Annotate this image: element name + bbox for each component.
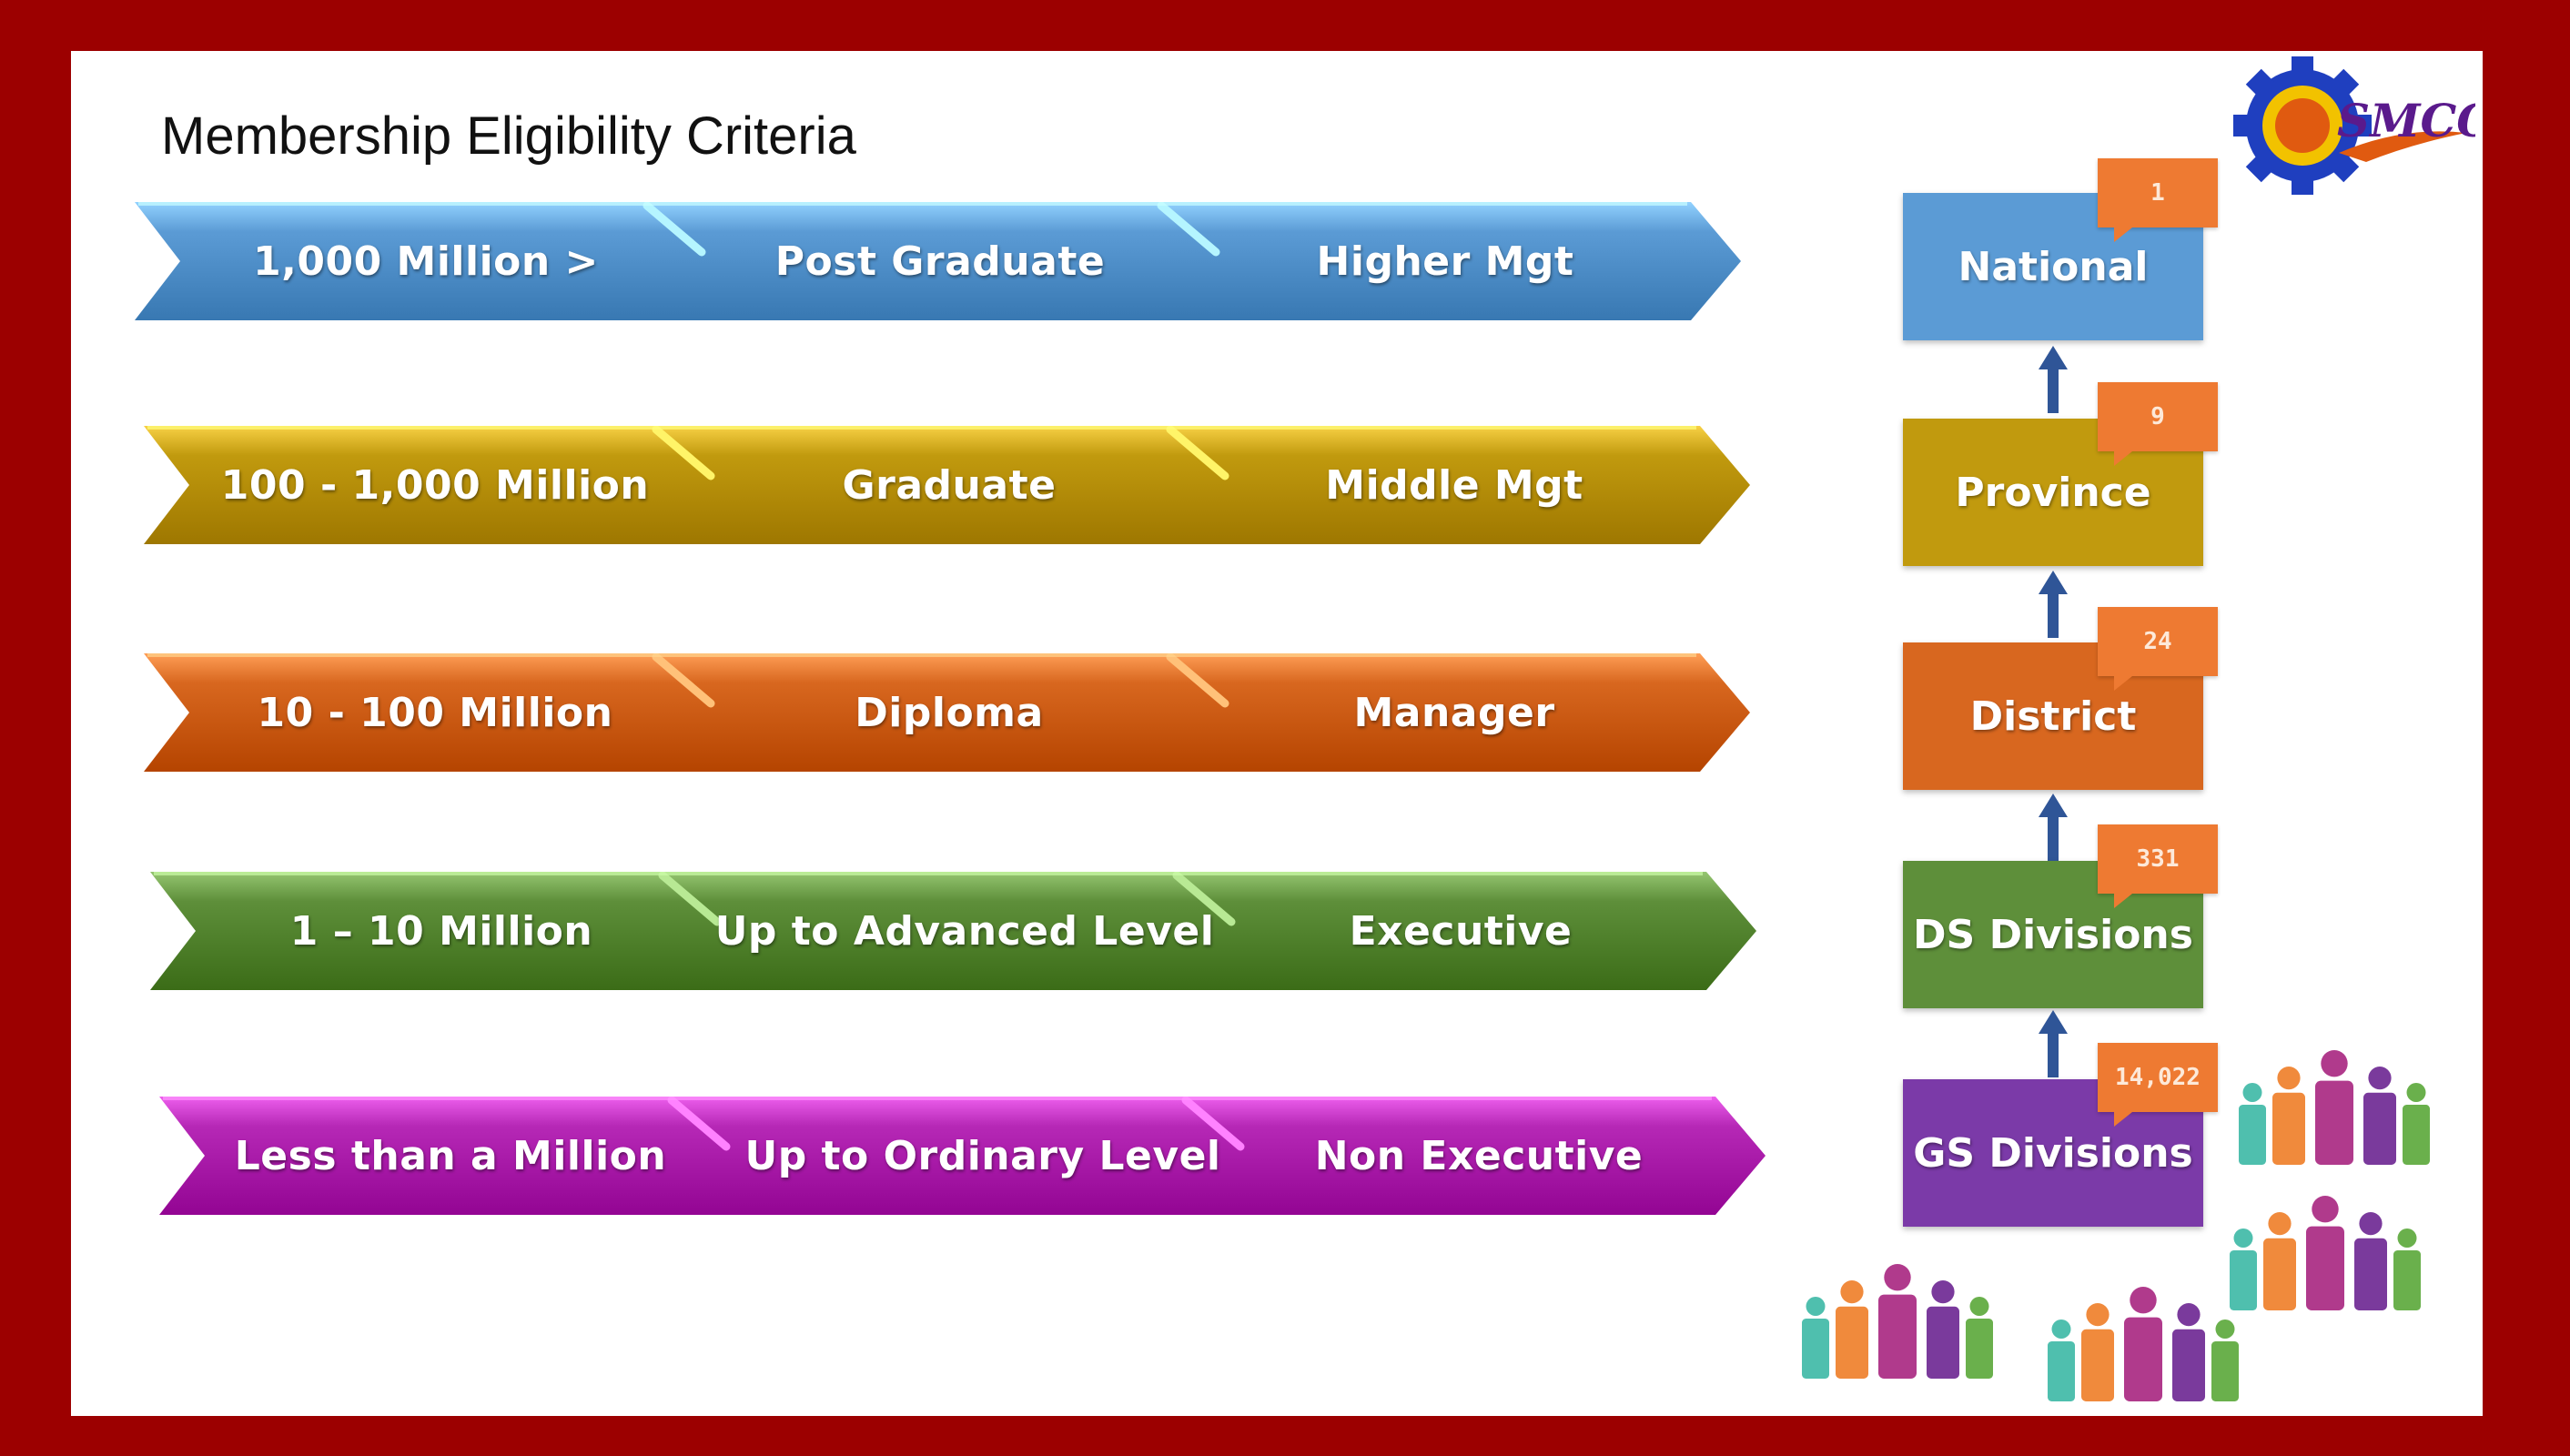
criteria-row-1: 1,000 Million > Post Graduate Higher Mgt xyxy=(135,202,1741,320)
chevron-divider xyxy=(642,202,706,257)
arrow-up-icon xyxy=(2039,794,2068,861)
criteria-position: Non Executive xyxy=(1314,1132,1644,1179)
level-label: Province xyxy=(1955,469,2151,516)
level-gs-divisions: GS Divisions xyxy=(1903,1079,2203,1227)
criteria-turnover: 1,000 Million > xyxy=(253,238,599,285)
row-chevron-body xyxy=(144,653,1750,772)
people-group-icon xyxy=(2230,1196,2421,1310)
logo-gear-icon: SMCO xyxy=(2233,56,2475,195)
criteria-turnover: 1 – 10 Million xyxy=(289,907,593,955)
chevron-divider xyxy=(652,653,715,708)
count-callout: 14,022 xyxy=(2098,1043,2218,1127)
row-chevron-shape xyxy=(159,1097,1766,1215)
criteria-position: Middle Mgt xyxy=(1325,461,1583,509)
count-callout: 24 xyxy=(2098,607,2218,691)
person-figure xyxy=(2048,1320,2075,1401)
person-figure xyxy=(1966,1297,1993,1379)
logo-text: SMCO xyxy=(2337,94,2475,147)
criteria-turnover: 10 - 100 Million xyxy=(257,689,613,736)
count-value: 1 xyxy=(2150,179,2165,207)
count-callout: 331 xyxy=(2098,824,2218,908)
row-chevron-shape xyxy=(150,872,1756,990)
criteria-position: Higher Mgt xyxy=(1316,238,1574,285)
row-chevron-body xyxy=(159,1097,1766,1215)
person-figure xyxy=(2272,1067,2305,1165)
person-figure xyxy=(2172,1303,2205,1401)
people-group-icon xyxy=(2239,1050,2430,1165)
chevron-divider xyxy=(1157,202,1220,257)
person-figure xyxy=(2315,1050,2353,1165)
people-group-icon xyxy=(2048,1287,2239,1401)
level-label: District xyxy=(1969,693,2137,740)
person-figure xyxy=(2124,1287,2162,1401)
chevron-divider xyxy=(1172,872,1236,926)
person-figure xyxy=(1878,1264,1917,1379)
criteria-row-3: 10 - 100 Million Diploma Manager xyxy=(144,653,1750,772)
level-label: National xyxy=(1958,243,2149,290)
chevron-divider xyxy=(1166,426,1229,480)
row-chevron-body xyxy=(150,872,1756,990)
count-value: 14,022 xyxy=(2115,1064,2201,1091)
count-callout: 1 xyxy=(2098,158,2218,242)
criteria-education: Diploma xyxy=(855,689,1044,736)
people-group-icon xyxy=(1802,1264,1993,1379)
chevron-divider xyxy=(1181,1097,1245,1151)
level-label: DS Divisions xyxy=(1913,911,2193,958)
person-figure xyxy=(1836,1280,1868,1379)
criteria-turnover: 100 - 1,000 Million xyxy=(220,461,650,509)
criteria-education: Graduate xyxy=(842,461,1057,509)
person-figure xyxy=(2363,1067,2396,1165)
criteria-position: Manager xyxy=(1353,689,1555,736)
criteria-row-5: Less than a Million Up to Ordinary Level… xyxy=(159,1097,1766,1215)
chevron-divider xyxy=(667,1097,731,1151)
arrow-up-icon xyxy=(2039,346,2068,413)
count-value: 331 xyxy=(2136,845,2180,873)
row-chevron-shape xyxy=(144,426,1750,544)
criteria-education: Up to Advanced Level xyxy=(714,907,1215,955)
person-figure xyxy=(2211,1320,2239,1401)
criteria-row-2: 100 - 1,000 Million Graduate Middle Mgt xyxy=(144,426,1750,544)
criteria-education: Post Graduate xyxy=(774,238,1106,285)
row-chevron-shape xyxy=(135,202,1741,320)
person-figure xyxy=(2393,1228,2421,1310)
count-value: 24 xyxy=(2143,628,2172,655)
slide-title: Membership Eligibility Criteria xyxy=(161,106,856,166)
chevron-divider xyxy=(1166,653,1229,708)
person-figure xyxy=(2306,1196,2344,1310)
person-figure xyxy=(2230,1228,2257,1310)
row-chevron-body xyxy=(135,202,1741,320)
chevron-divider xyxy=(652,426,715,480)
person-figure xyxy=(2263,1212,2296,1310)
row-chevron-shape xyxy=(144,653,1750,772)
criteria-row-4: 1 – 10 Million Up to Advanced Level Exec… xyxy=(150,872,1756,990)
chevron-divider xyxy=(658,872,722,926)
person-figure xyxy=(2354,1212,2387,1310)
person-figure xyxy=(2239,1083,2266,1165)
person-figure xyxy=(1802,1297,1829,1379)
person-figure xyxy=(2403,1083,2430,1165)
criteria-position: Executive xyxy=(1349,907,1573,955)
person-figure xyxy=(2081,1303,2114,1401)
row-chevron-body xyxy=(144,426,1750,544)
level-label: GS Divisions xyxy=(1913,1129,2193,1177)
count-callout: 9 xyxy=(2098,382,2218,466)
person-figure xyxy=(1927,1280,1959,1379)
criteria-education: Up to Ordinary Level xyxy=(744,1132,1221,1179)
arrow-up-icon xyxy=(2039,571,2068,638)
arrow-up-icon xyxy=(2039,1010,2068,1077)
count-value: 9 xyxy=(2150,403,2165,430)
criteria-turnover: Less than a Million xyxy=(234,1132,667,1179)
